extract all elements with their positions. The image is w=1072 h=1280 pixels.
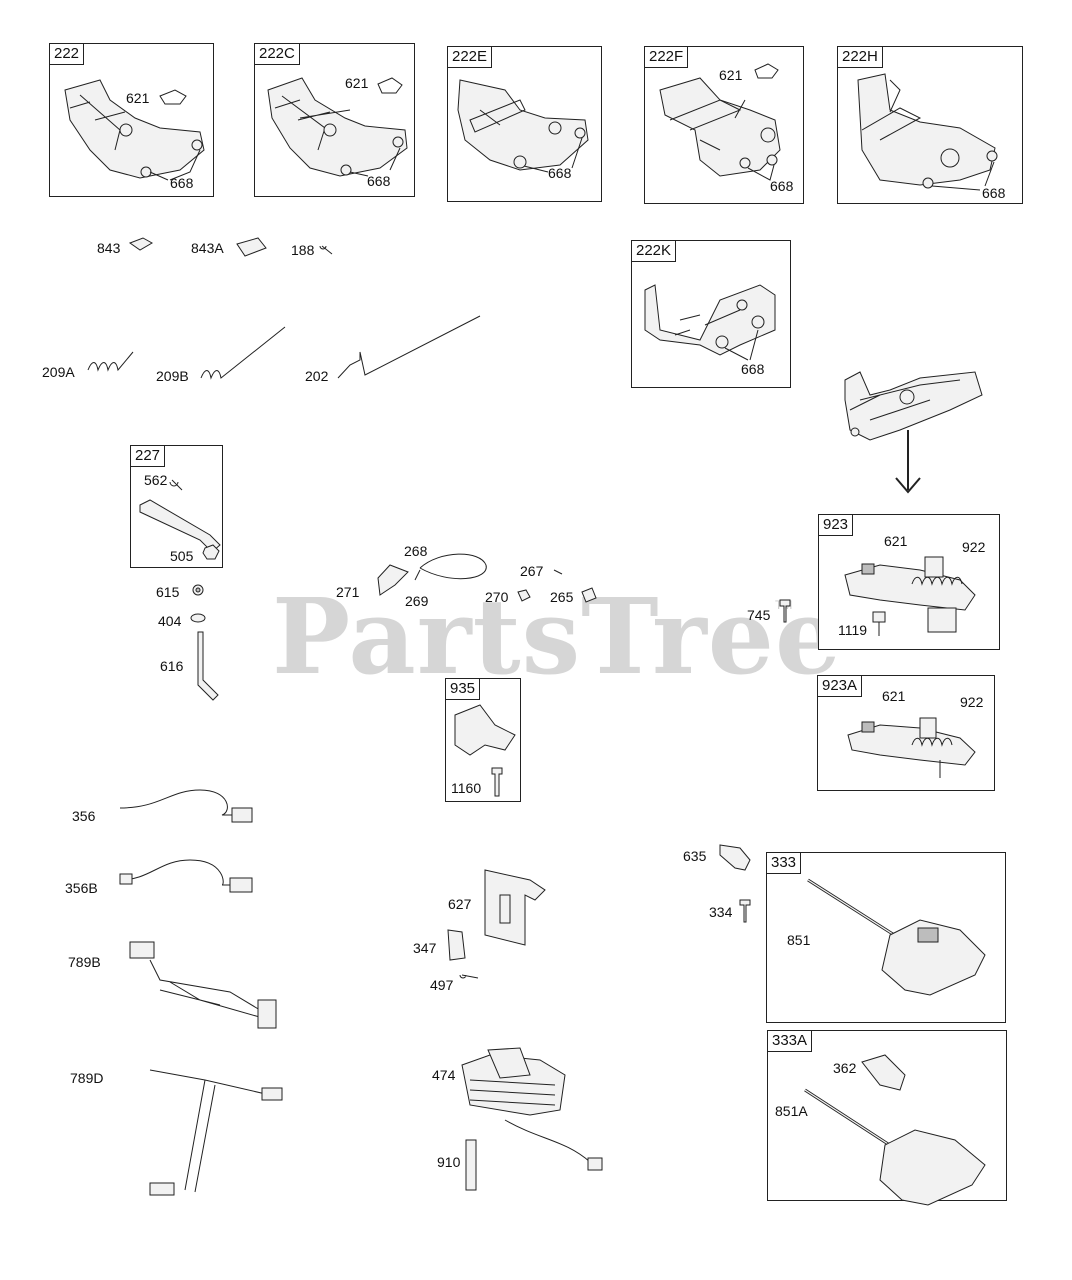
callout-923-621: 621: [884, 533, 908, 549]
spring-209A-illustration: [87, 351, 134, 372]
callout-222C-668: 668: [367, 173, 391, 189]
callout-333A-362: 362: [833, 1060, 857, 1076]
governor-assembly-illustration: [844, 371, 983, 494]
callout-923-922: 922: [962, 539, 986, 555]
callout-333-851: 851: [787, 932, 811, 948]
label-356B: 356B: [65, 880, 98, 896]
label-334: 334: [709, 904, 733, 920]
bracket-222F-illustration: [659, 63, 781, 181]
callout-222K-668: 668: [741, 361, 765, 377]
callout-222F-621: 621: [719, 67, 743, 83]
label-269: 269: [405, 593, 429, 609]
callout-222F-668: 668: [770, 178, 794, 194]
label-209A: 209A: [42, 364, 75, 380]
label-616: 616: [160, 658, 184, 674]
box-tag: 222C: [255, 44, 300, 65]
label-209B: 209B: [156, 368, 189, 384]
box-tag: 222: [50, 44, 85, 65]
label-789B: 789B: [68, 954, 101, 970]
bracket-222H-illustration: [857, 73, 998, 191]
callout-333A-851A: 851A: [775, 1103, 808, 1119]
label-627: 627: [448, 896, 472, 912]
callout-935-1160: 1160: [451, 780, 482, 796]
label-265: 265: [550, 589, 574, 605]
callout-923A-922: 922: [960, 694, 984, 710]
callout-923-1119: 1119: [838, 622, 868, 638]
governor-923-illustration: [844, 556, 976, 636]
box-tag: 222E: [448, 47, 493, 68]
box-tag: 935: [446, 679, 481, 700]
bracket-222C-illustration: [267, 77, 408, 177]
label-404: 404: [158, 613, 182, 629]
callout-923A-621: 621: [882, 688, 906, 704]
label-843A: 843A: [191, 240, 224, 256]
label-271: 271: [336, 584, 360, 600]
box-tag: 923: [819, 515, 854, 536]
box-tag: 333A: [768, 1031, 813, 1052]
watermark-text: PartsTree: [272, 575, 843, 698]
label-267: 267: [520, 563, 544, 579]
label-270: 270: [485, 589, 509, 605]
label-745: 745: [747, 607, 771, 623]
box-tag: 222K: [632, 241, 677, 262]
key-843-illustration: [128, 237, 154, 251]
label-474: 474: [432, 1067, 456, 1083]
callout-222H-668: 668: [982, 185, 1006, 201]
box-tag: 222H: [838, 47, 883, 68]
callout-227-562: 562: [144, 472, 168, 488]
callout-227-505: 505: [170, 548, 194, 564]
label-615: 615: [156, 584, 180, 600]
label-497: 497: [430, 977, 454, 993]
label-910: 910: [437, 1154, 461, 1170]
label-789D: 789D: [70, 1070, 104, 1086]
label-843: 843: [97, 240, 121, 256]
callout-222-621: 621: [126, 90, 150, 106]
label-635: 635: [683, 848, 707, 864]
label-356: 356: [72, 808, 96, 824]
label-188: 188: [291, 242, 315, 258]
bracket-222-illustration: [64, 79, 205, 181]
bracket-222K-illustration: [644, 284, 776, 361]
box-tag: 333: [767, 853, 802, 874]
box-tag: 923A: [818, 676, 863, 697]
bracket-222E-illustration: [457, 79, 589, 173]
governor-923A-illustration: [847, 717, 976, 778]
callout-222C-621: 621: [345, 75, 369, 91]
label-268: 268: [404, 543, 428, 559]
box-tag: 227: [131, 446, 166, 467]
callout-222-668: 668: [170, 175, 194, 191]
callout-222E-668: 668: [548, 165, 572, 181]
label-347: 347: [413, 940, 437, 956]
box-tag: 222F: [645, 47, 689, 68]
label-202: 202: [305, 368, 329, 384]
